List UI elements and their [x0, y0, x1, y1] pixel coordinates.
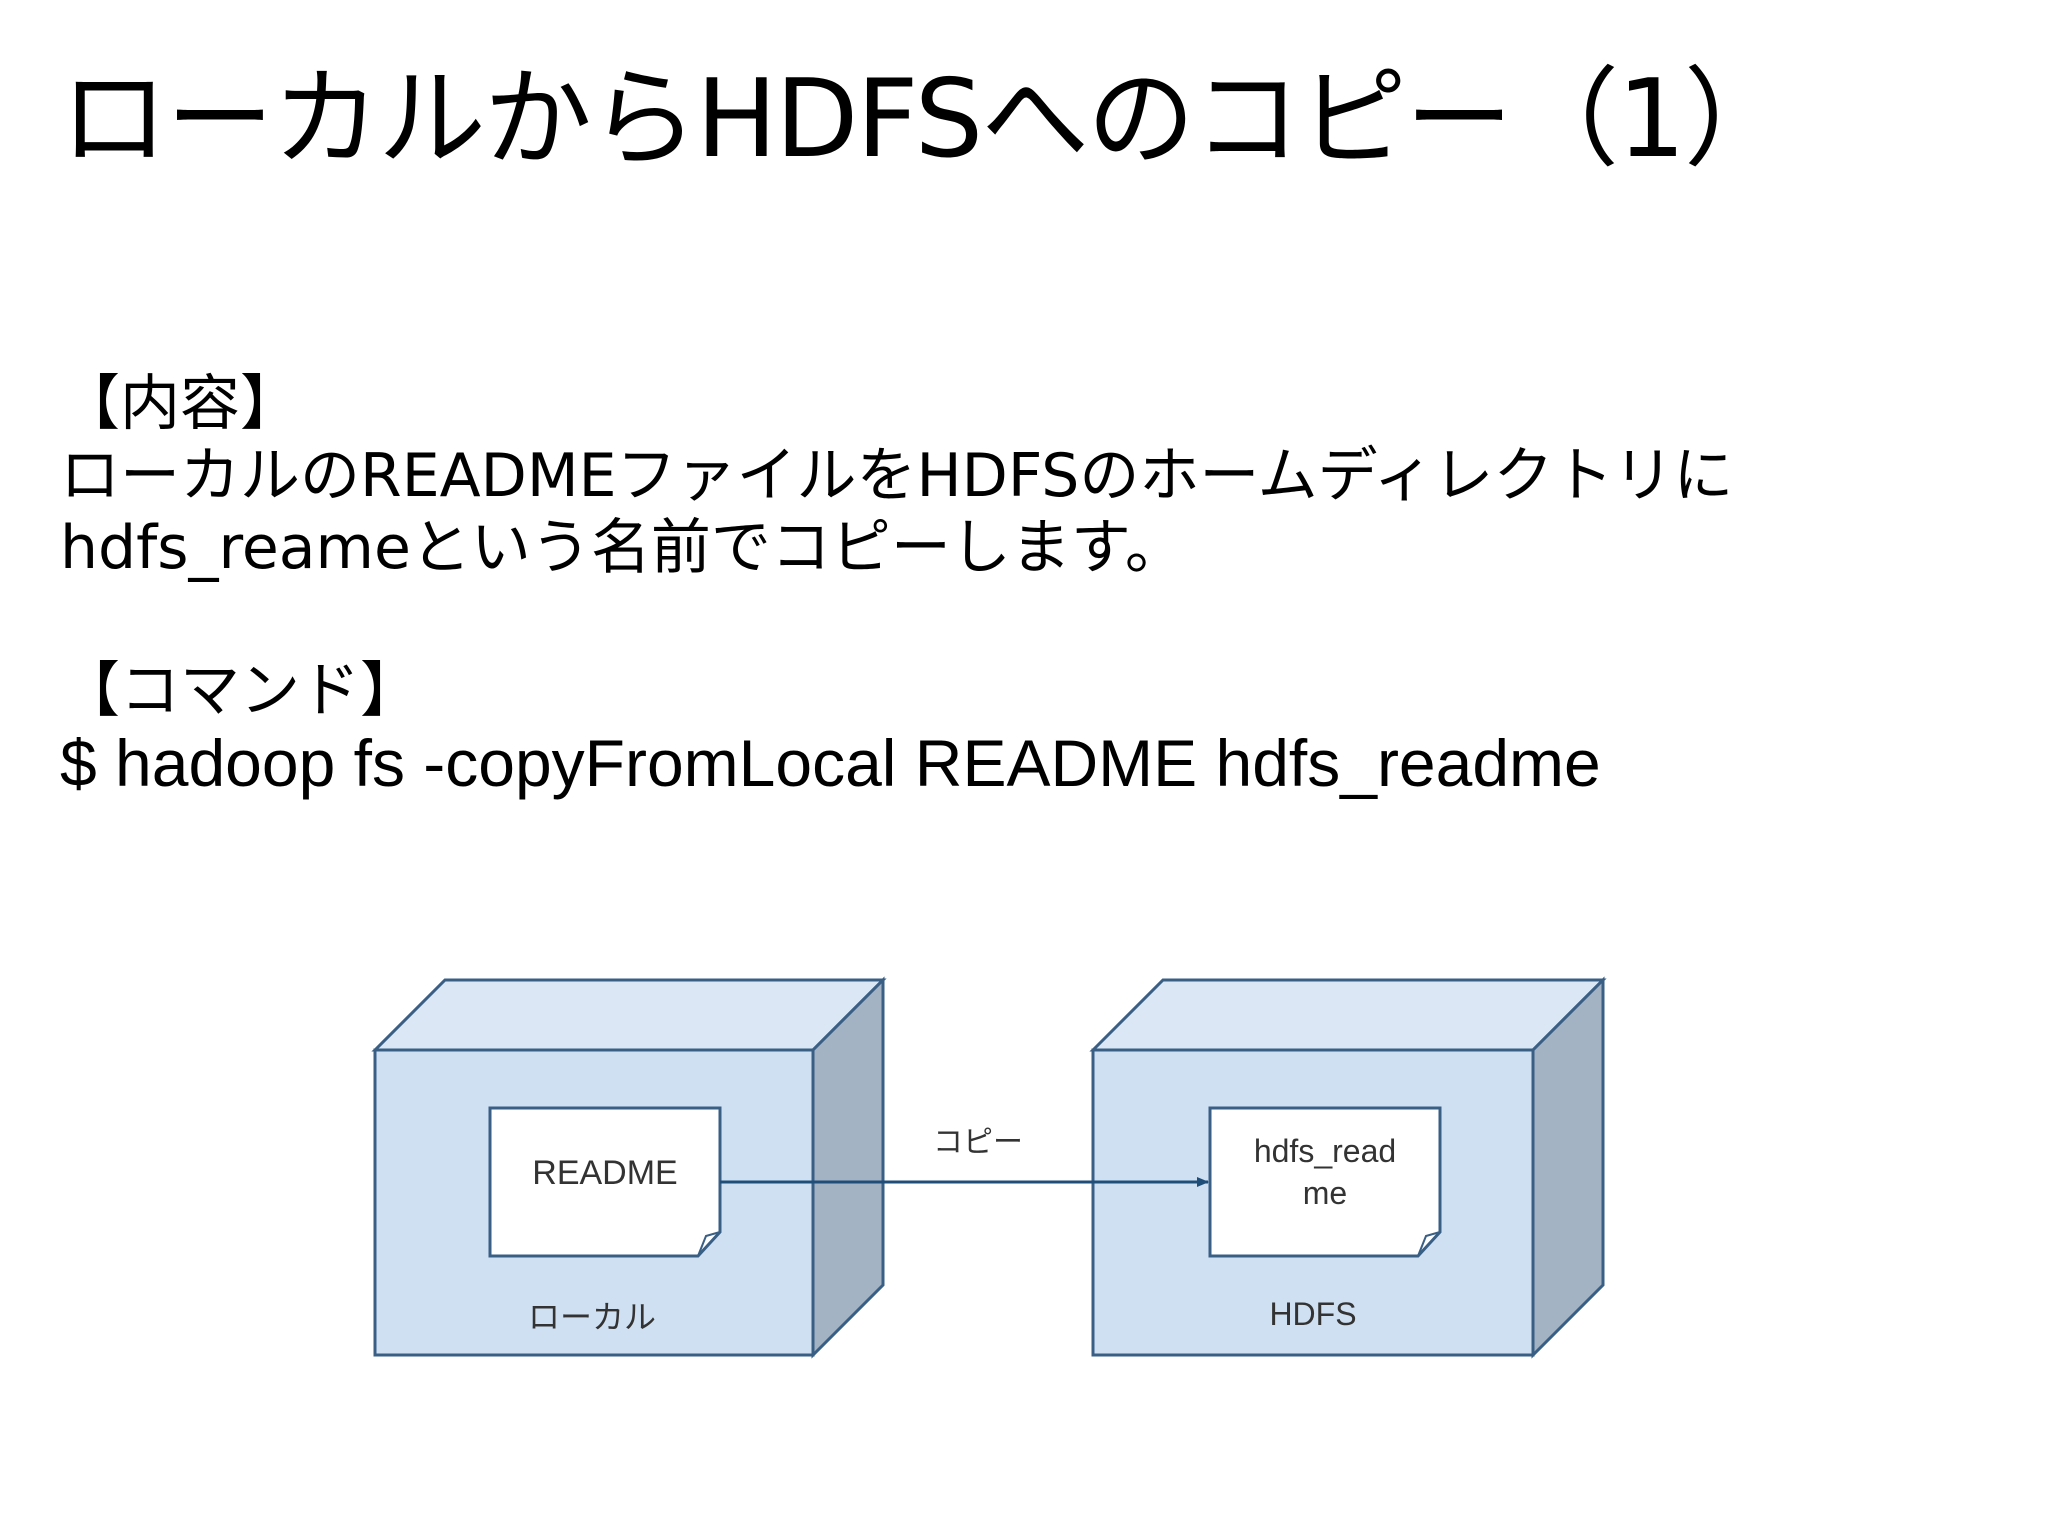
hdfs-readme-document-icon [1208, 1106, 1442, 1258]
hdfs-box-top [1089, 978, 1607, 1052]
content-line-2: hdfs_reameという名前でコピーします。 [60, 513, 1185, 583]
hdfs-file-label-line-1: hdfs_read [1254, 1133, 1396, 1169]
hdfs-readme-document-fold [1417, 1231, 1441, 1257]
local-box-front [373, 1048, 815, 1357]
content-line-1: ローカルのREADMEファイルをHDFSのホームディレクトリに [60, 441, 1734, 511]
local-node: README ローカル [371, 976, 887, 1359]
hdfs-box-label: HDFS [1269, 1296, 1356, 1332]
readme-document-icon [488, 1106, 722, 1258]
copy-arrow-label: コピー [933, 1126, 1023, 1159]
hdfs-node: hdfs_read me HDFS [1089, 976, 1607, 1359]
slide-title: ローカルからHDFSへのコピー（1） [60, 57, 1792, 182]
readme-document-fold [697, 1231, 721, 1257]
content-heading: 【内容】 [60, 369, 300, 439]
command-heading: 【コマンド】 [60, 656, 420, 726]
command-text: $ hadoop fs -copyFromLocal README hdfs_r… [60, 726, 1601, 800]
content-section: 【内容】 ローカルのREADMEファイルをHDFSのホームディレクトリに hdf… [60, 368, 1733, 584]
readme-file-label: README [532, 1154, 677, 1192]
local-box-label: ローカル [528, 1299, 656, 1335]
local-box-top [371, 978, 887, 1052]
hdfs-file-label-line-2: me [1303, 1175, 1347, 1211]
command-section: 【コマンド】 $ hadoop fs -copyFromLocal README… [60, 655, 1601, 799]
